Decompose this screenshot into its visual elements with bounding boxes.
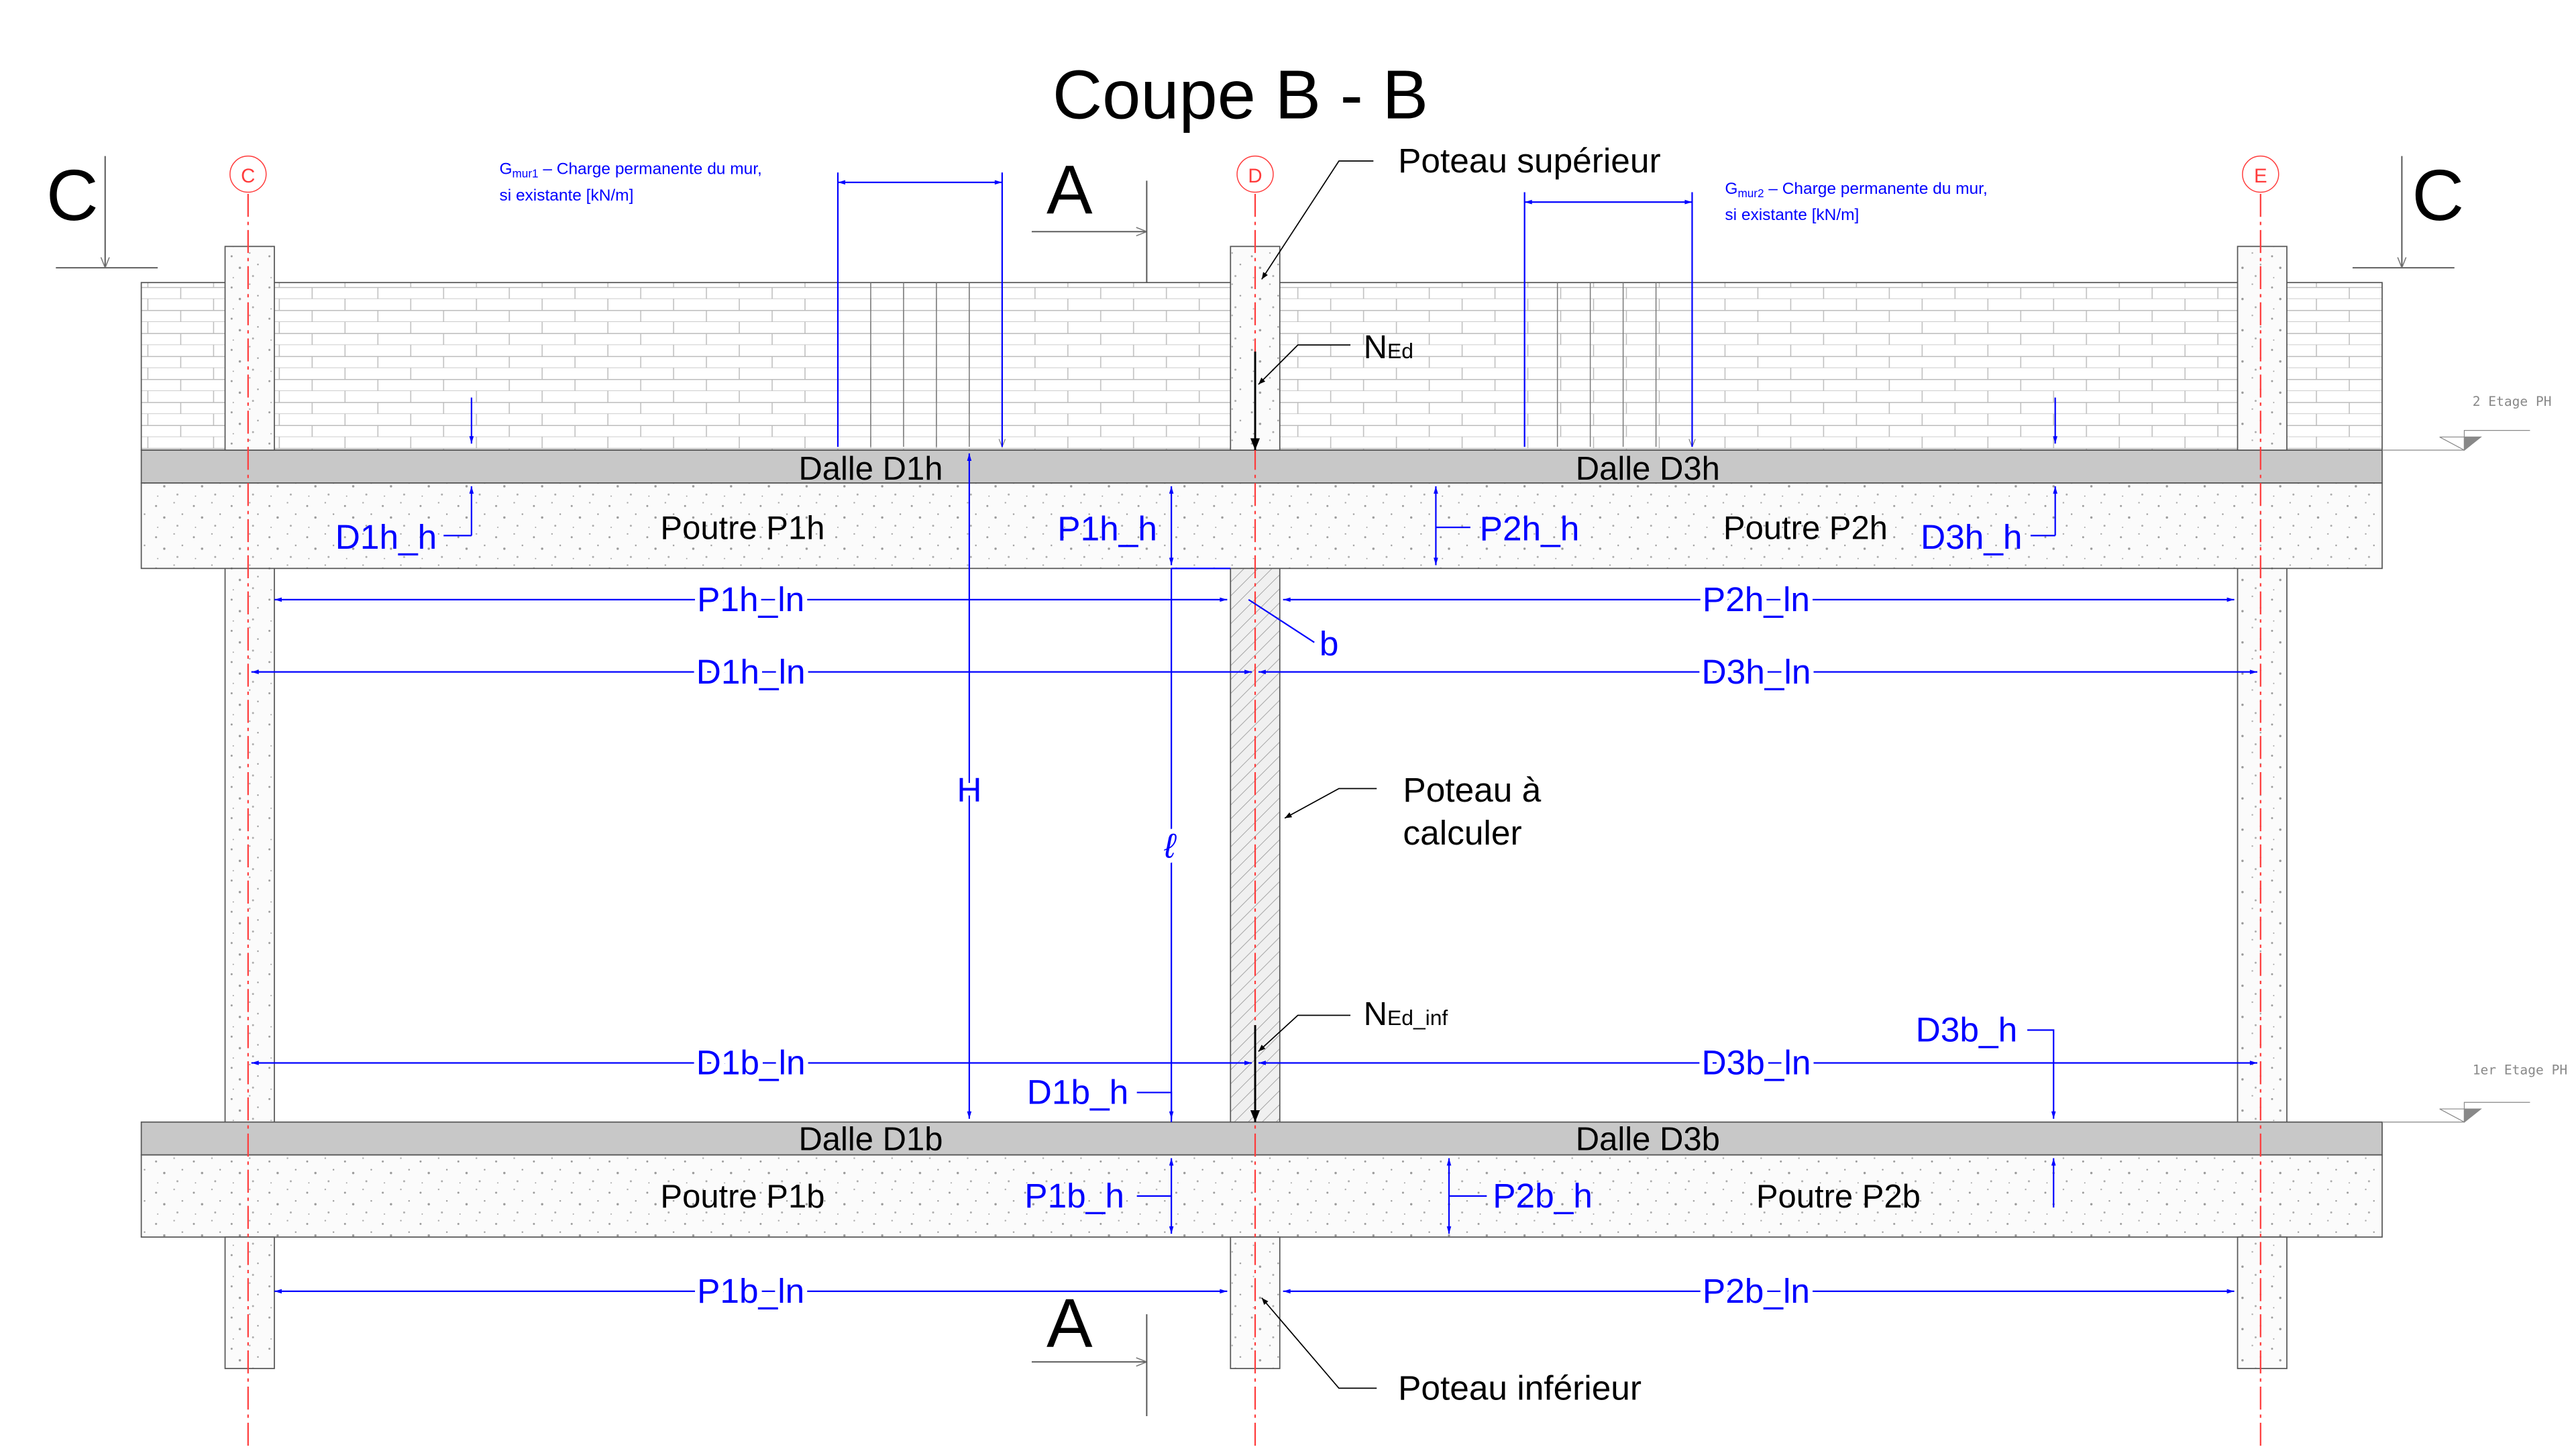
label-poutre-p2h: Poutre P2h: [1723, 510, 1888, 546]
section-mark-a-top: A: [1046, 151, 1093, 228]
dim-d3b-h: D3b_h: [1916, 1010, 2017, 1049]
dim-p1h-ln: P1h_ln: [697, 580, 804, 619]
dimension-lines: [251, 397, 2257, 1294]
dim-b: b: [1320, 624, 1339, 663]
label-poutre-p2b: Poutre P2b: [1756, 1179, 1921, 1215]
label-dalle-d3h: Dalle D3h: [1576, 451, 1720, 487]
callout-poteau-a-calculer-1: Poteau à: [1403, 770, 1541, 809]
section-marks: [56, 156, 2455, 1417]
section-mark-a-bottom: A: [1046, 1285, 1093, 1362]
dim-d1b-ln: D1b_ln: [696, 1043, 806, 1082]
dim-p2h-h: P2h_h: [1480, 509, 1580, 548]
section-mark-c-left: C: [46, 154, 99, 235]
load-ned-inf-label: NEd_inf: [1364, 996, 1448, 1032]
dim-p1b-ln: P1b_ln: [697, 1271, 804, 1310]
beam-lower: [140, 1154, 2383, 1238]
callout-poteau-superieur: Poteau supérieur: [1398, 141, 1661, 180]
dim-d1h-h: D1h_h: [335, 517, 437, 556]
callout-poteau-inferieur: Poteau inférieur: [1398, 1368, 1642, 1407]
dim-H: H: [957, 770, 981, 809]
load-ned-label: NEd: [1364, 329, 1413, 366]
axis-label-c: C: [241, 165, 255, 187]
label-poutre-p1h: Poutre P1h: [660, 510, 824, 546]
columns: [224, 246, 2288, 1369]
dim-l: ℓ: [1163, 826, 1177, 865]
element-labels: Dalle D1h Dalle D3h Poutre P1h Poutre P2…: [660, 451, 1920, 1215]
dim-p2b-h: P2b_h: [1493, 1176, 1593, 1215]
wall-load-g2-label: Gmur2 – Charge permanente du mur,si exis…: [1725, 180, 1987, 224]
dim-d3b-ln: D3b_ln: [1702, 1043, 1811, 1082]
wall-load-dims: [837, 172, 1693, 447]
dim-d1b-h: D1b_h: [1027, 1073, 1128, 1112]
axis-label-d: D: [1248, 165, 1262, 187]
dim-p1b-h: P1b_h: [1024, 1176, 1124, 1215]
callout-poteau-a-calculer-2: calculer: [1403, 813, 1521, 852]
label-dalle-d1h: Dalle D1h: [798, 451, 943, 487]
slab-upper: [140, 449, 2383, 484]
drawing-title: Coupe B - B: [1053, 56, 1428, 133]
dim-p1h-h: P1h_h: [1057, 509, 1157, 548]
grid-axes: C D E: [229, 155, 2279, 1449]
dim-d3h-ln: D3h_ln: [1702, 652, 1811, 691]
dim-d1h-ln: D1h_ln: [696, 652, 806, 691]
wall-load-g1-label: Gmur1 – Charge permanente du mur,si exis…: [499, 160, 761, 205]
level-lower-label: 1er Etage PH: [2473, 1063, 2567, 1078]
dim-p2b-ln: P2b_ln: [1703, 1271, 1810, 1310]
beam-upper: [140, 482, 2383, 570]
label-dalle-d1b: Dalle D1b: [798, 1121, 943, 1157]
dimension-labels: D1h_h P1h_h P2h_h D3h_h P1h_ln P2h_ln b …: [335, 509, 2023, 1316]
level-markers: [2382, 430, 2530, 1123]
section-mark-c-right: C: [2412, 154, 2464, 235]
slab-lower: [140, 1121, 2383, 1156]
label-poutre-p1b: Poutre P1b: [660, 1179, 824, 1215]
dim-p2h-ln: P2h_ln: [1703, 580, 1810, 619]
axis-label-e: E: [2254, 165, 2267, 187]
label-dalle-d3b: Dalle D3b: [1576, 1121, 1720, 1157]
callout-leaders: [1258, 160, 1377, 1389]
level-upper-label: 2 Etage PH: [2473, 394, 2552, 409]
dim-d3h-h: D3h_h: [1921, 517, 2022, 556]
